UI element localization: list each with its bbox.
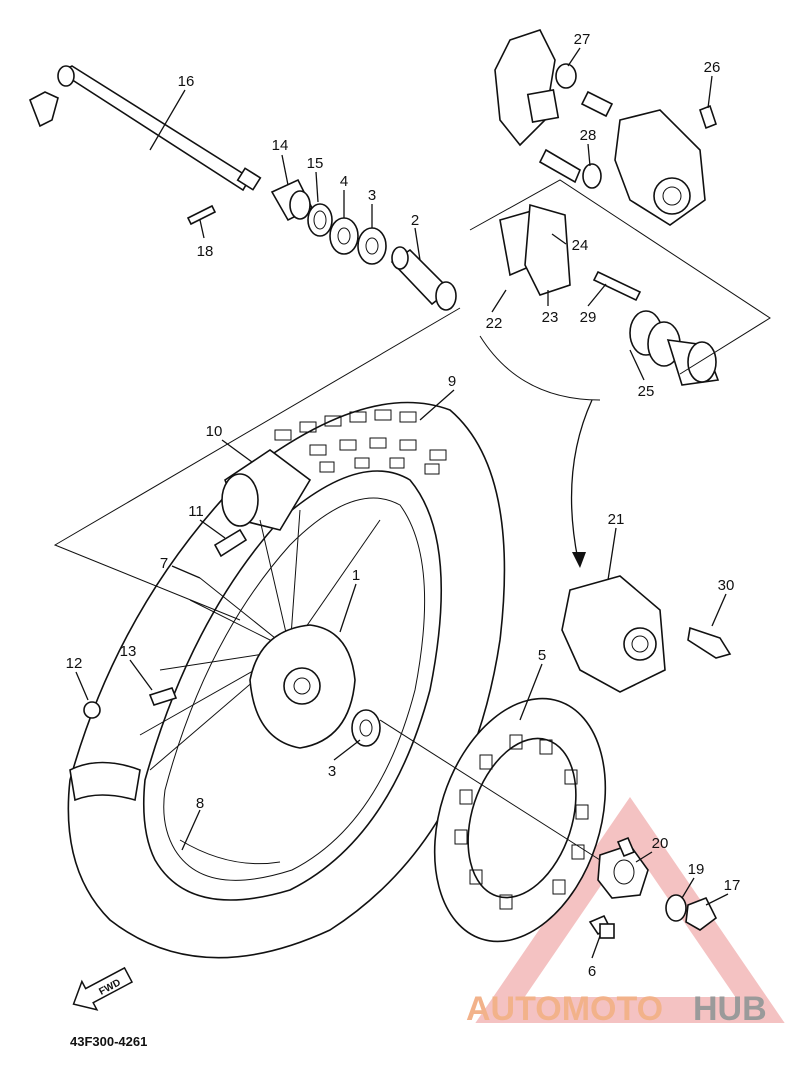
callout-23: 23: [542, 309, 559, 326]
callout-13: 13: [120, 643, 137, 660]
speedometer-gear-parts: [588, 836, 718, 939]
callout-30: 30: [718, 577, 735, 594]
watermark-logo: AUTOMOTO HUB: [466, 990, 767, 1028]
callout-9: 9: [448, 373, 456, 390]
leader-lines: [75, 47, 729, 959]
callout-16: 16: [178, 73, 195, 90]
callout-27: 27: [574, 31, 591, 48]
callout-7: 7: [160, 555, 168, 572]
axle-assembly: [28, 65, 457, 311]
watermark-text-2: HUB: [693, 990, 767, 1028]
callout-12: 12: [66, 655, 83, 672]
callout-24: 24: [572, 237, 589, 254]
fwd-arrow-icon: FWD: [72, 966, 134, 1011]
callout-15: 15: [307, 155, 324, 172]
callout-19: 19: [688, 861, 705, 878]
callout-29: 29: [580, 309, 597, 326]
wheel-assembly: [67, 401, 506, 959]
callout-26: 26: [704, 59, 721, 76]
callout-4: 4: [340, 173, 348, 190]
callout-20: 20: [652, 835, 669, 852]
callout-18: 18: [197, 243, 214, 260]
callout-17: 17: [724, 877, 741, 894]
callout-8: 8: [196, 795, 204, 812]
callout-3-top: 3: [368, 187, 376, 204]
callout-labels: 16 14 15 4 3 2 18 27 26 28 24 22 23 29 2…: [66, 31, 741, 980]
callout-28: 28: [580, 127, 597, 144]
part-code: 43F300-4261: [70, 1034, 147, 1049]
callout-5: 5: [538, 647, 546, 664]
caliper-assembled: [561, 575, 732, 693]
callout-6: 6: [588, 963, 596, 980]
callout-1: 1: [352, 567, 360, 584]
callout-14: 14: [272, 137, 289, 154]
callout-21: 21: [608, 511, 625, 528]
caliper-exploded: [469, 29, 771, 401]
brake-disc: [433, 697, 607, 943]
callout-2: 2: [411, 212, 419, 229]
watermark-text-1: AUTOMOTO: [466, 990, 663, 1028]
callout-25: 25: [638, 383, 655, 400]
callout-3-lower: 3: [328, 763, 336, 780]
callout-11: 11: [188, 503, 204, 520]
callout-10: 10: [206, 423, 223, 440]
callout-22: 22: [486, 315, 503, 332]
